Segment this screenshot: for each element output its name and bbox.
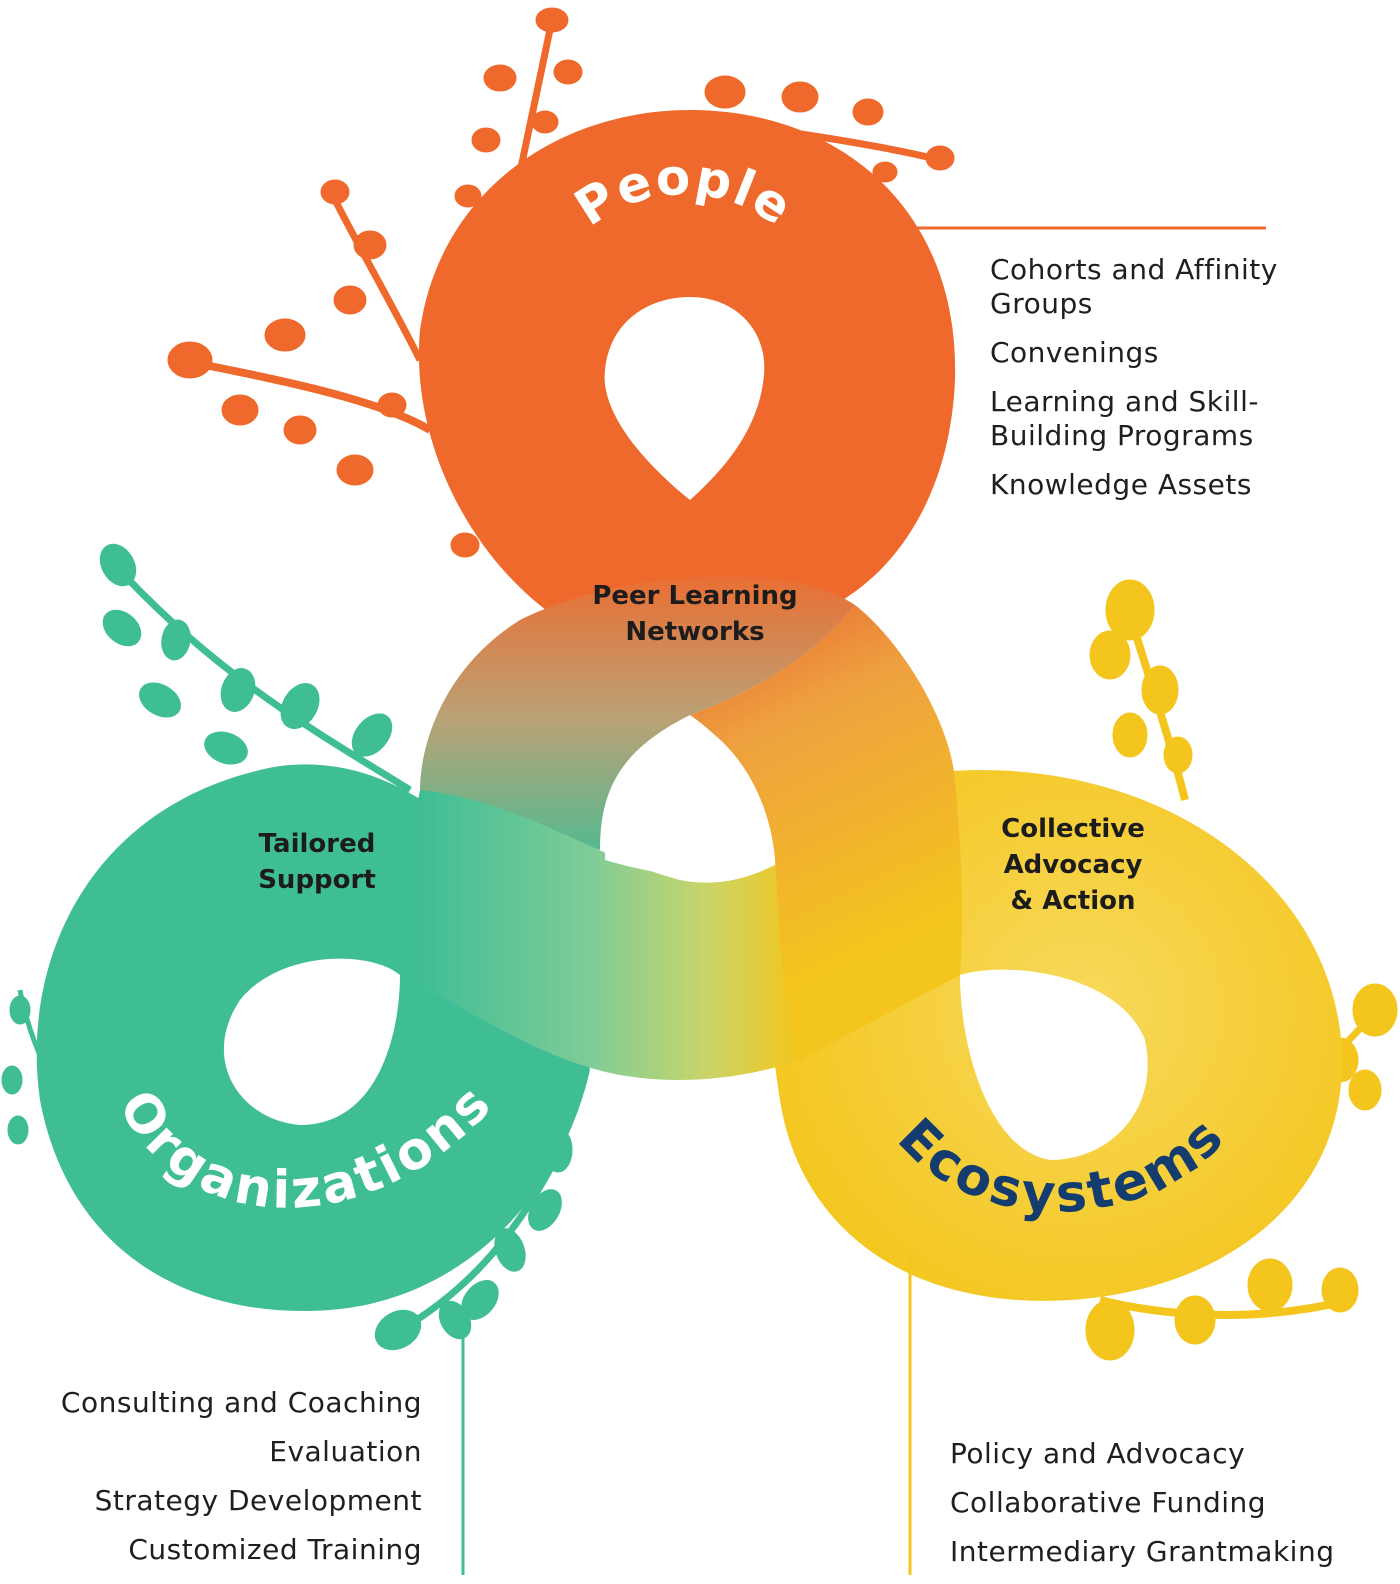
list-item: Knowledge Assets bbox=[990, 468, 1252, 501]
tailored-line-2: Support bbox=[258, 865, 376, 895]
list-item: Consulting and Coaching bbox=[60, 1386, 422, 1419]
list-item: Collaborative Funding bbox=[950, 1486, 1267, 1519]
figure-eight-hole bbox=[605, 718, 775, 875]
collective-line-1: Collective bbox=[1001, 814, 1145, 844]
yellow-leaves-right bbox=[1085, 579, 1398, 1361]
orange-leaves-top bbox=[454, 7, 955, 221]
list-item: Strategy Development bbox=[94, 1484, 422, 1517]
peer-line-1: Peer Learning bbox=[592, 581, 798, 611]
list-item: Convenings bbox=[990, 336, 1159, 369]
list-item: Policy and Advocacy bbox=[950, 1437, 1246, 1470]
organizations-offerings-list: Consulting and Coaching Evaluation Strat… bbox=[0, 1386, 422, 1582]
list-item: Intermediary Grantmaking bbox=[950, 1535, 1335, 1568]
collective-line-3: & Action bbox=[1010, 886, 1136, 916]
people-loop bbox=[418, 110, 956, 639]
tailored-line-1: Tailored bbox=[258, 829, 376, 859]
tailored-support-label: Tailored Support bbox=[222, 826, 412, 898]
band-green-to-yellow bbox=[400, 790, 800, 1080]
people-offerings-list: Cohorts and Affinity Groups Convenings L… bbox=[990, 253, 1320, 517]
peer-line-2: Networks bbox=[625, 617, 765, 647]
list-item: Learning and Skill-Building Programs bbox=[990, 385, 1259, 452]
orange-leaves-left bbox=[167, 179, 480, 558]
list-item: Cohorts and Affinity Groups bbox=[990, 253, 1278, 320]
ecosystems-offerings-list: Policy and Advocacy Collaborative Fundin… bbox=[950, 1437, 1390, 1584]
list-item: Customized Training bbox=[128, 1533, 422, 1566]
collective-advocacy-label: Collective Advocacy & Action bbox=[958, 811, 1188, 919]
band-orange-to-green bbox=[420, 576, 855, 850]
list-item: Evaluation bbox=[269, 1435, 422, 1468]
collective-line-2: Advocacy bbox=[1003, 850, 1143, 880]
band-orange-to-yellow bbox=[690, 605, 963, 1060]
peer-learning-networks-label: Peer Learning Networks bbox=[560, 578, 830, 650]
